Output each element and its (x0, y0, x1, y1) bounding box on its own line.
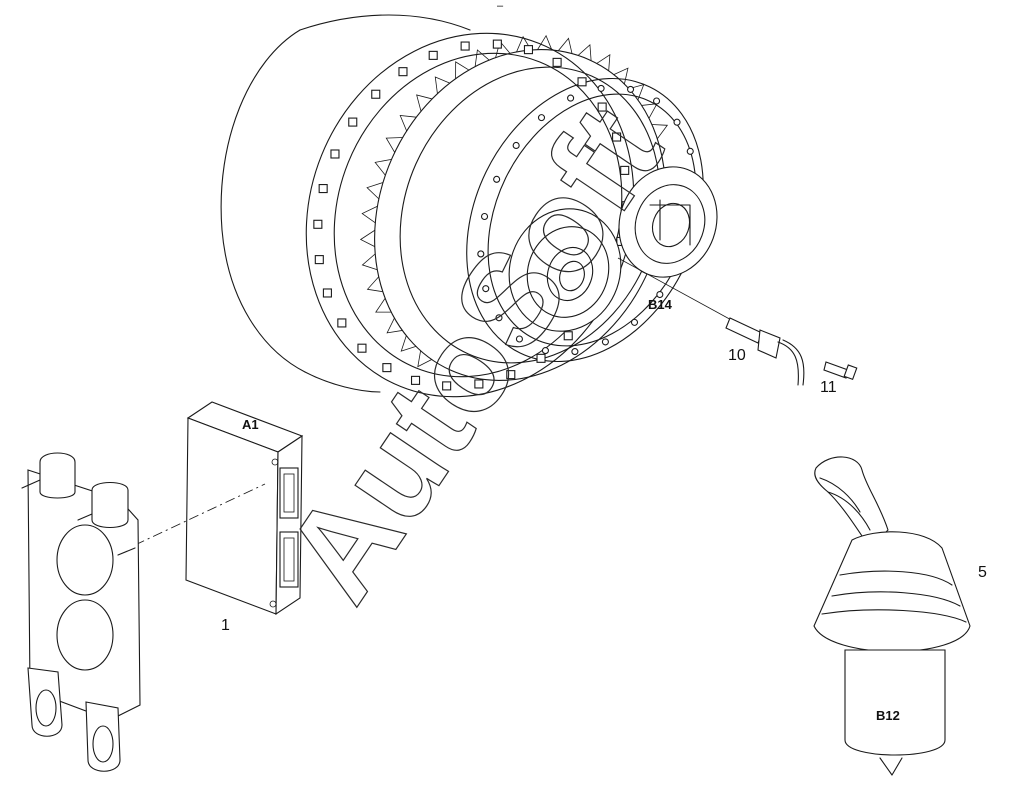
flange-bolt (506, 370, 516, 380)
ecu-code-label: A1 (242, 417, 259, 432)
gear-tooth (366, 276, 383, 293)
gear-tooth (399, 115, 417, 132)
flange-bolt (410, 375, 421, 385)
gear-tooth (366, 182, 384, 200)
flange-bolt (460, 41, 470, 51)
plate-hole (653, 97, 661, 105)
flange-bolt (371, 89, 381, 99)
flange-bolt (428, 50, 438, 60)
gear-tooth (613, 67, 629, 85)
flange-bolt (330, 149, 340, 159)
flange-bolt (597, 102, 607, 112)
flange-bolt (318, 184, 328, 194)
flange-bolt (563, 331, 573, 341)
mounting-bracket (21, 452, 141, 772)
flange-bolt (577, 77, 587, 87)
plate-hole (541, 347, 549, 355)
plate-hole (480, 212, 489, 221)
gear-tooth (455, 61, 470, 79)
plate-hole (597, 84, 605, 92)
gear-tooth (385, 137, 403, 153)
gear-tooth (375, 298, 392, 313)
gear-tooth (577, 44, 592, 61)
sensor-item-number: 10 (728, 347, 746, 364)
flange-bolt (474, 379, 484, 389)
gear-tooth (641, 103, 658, 119)
flange-bolt (620, 165, 630, 175)
gear-tooth (361, 205, 378, 224)
screw-item-number: 11 (820, 379, 837, 396)
plate-hole (495, 314, 503, 322)
gear-tooth (557, 37, 573, 54)
flange-bolt (313, 219, 323, 229)
joystick-item-number: 5 (978, 564, 987, 581)
plate-hole (567, 94, 575, 102)
gear-tooth (400, 335, 417, 352)
control-unit (185, 401, 304, 616)
plate-hole (630, 318, 639, 326)
flange-bolt (398, 67, 408, 77)
gear-tooth (537, 34, 553, 51)
gear-tooth (386, 317, 403, 334)
plate-hole (515, 335, 523, 343)
flange-bolt (322, 288, 332, 298)
flange-bolt (348, 117, 358, 127)
gear-tooth (474, 49, 490, 67)
plate-hole (493, 175, 501, 183)
flange-bolt (357, 343, 367, 353)
gear-tooth (374, 159, 392, 176)
flange-bolt (492, 39, 502, 49)
flange-bolt (523, 45, 534, 55)
flange-bolt (314, 255, 324, 265)
gear-tooth (628, 84, 645, 101)
plate-hole (673, 118, 681, 126)
gear-tooth (359, 229, 376, 247)
plate-hole (601, 338, 609, 346)
top-mark: – (497, 0, 504, 12)
joystick-code-label: B12 (876, 708, 900, 723)
plate-hole (512, 141, 520, 150)
fixing-screw (823, 361, 858, 381)
plate-hole (627, 85, 635, 93)
flange-bolt (337, 318, 347, 328)
gear-tooth (651, 124, 669, 140)
travel-motor-assembly (220, 14, 718, 398)
flange-bolt (382, 363, 392, 373)
gear-tooth (417, 350, 432, 368)
watermark-text: AutoSoft (256, 82, 689, 626)
plate-hole (686, 147, 694, 155)
flange-bolt (612, 132, 622, 142)
gear-tooth (416, 94, 433, 112)
gear-tooth (434, 76, 450, 94)
plate-hole (571, 348, 579, 356)
flange-bolt (552, 57, 562, 67)
flange-bolt (536, 353, 546, 363)
plate-hole (477, 250, 485, 258)
plate-hole (537, 114, 546, 122)
gear-tooth (596, 54, 611, 71)
speed-sensor (617, 257, 805, 386)
ecu-item-number: 1 (221, 617, 230, 634)
joystick (813, 456, 971, 776)
flange-bolt (442, 381, 452, 391)
plate-hole (656, 290, 664, 299)
plate-hole (482, 285, 490, 293)
sensor-code-label: B14 (648, 297, 672, 312)
gear-tooth (361, 253, 378, 271)
